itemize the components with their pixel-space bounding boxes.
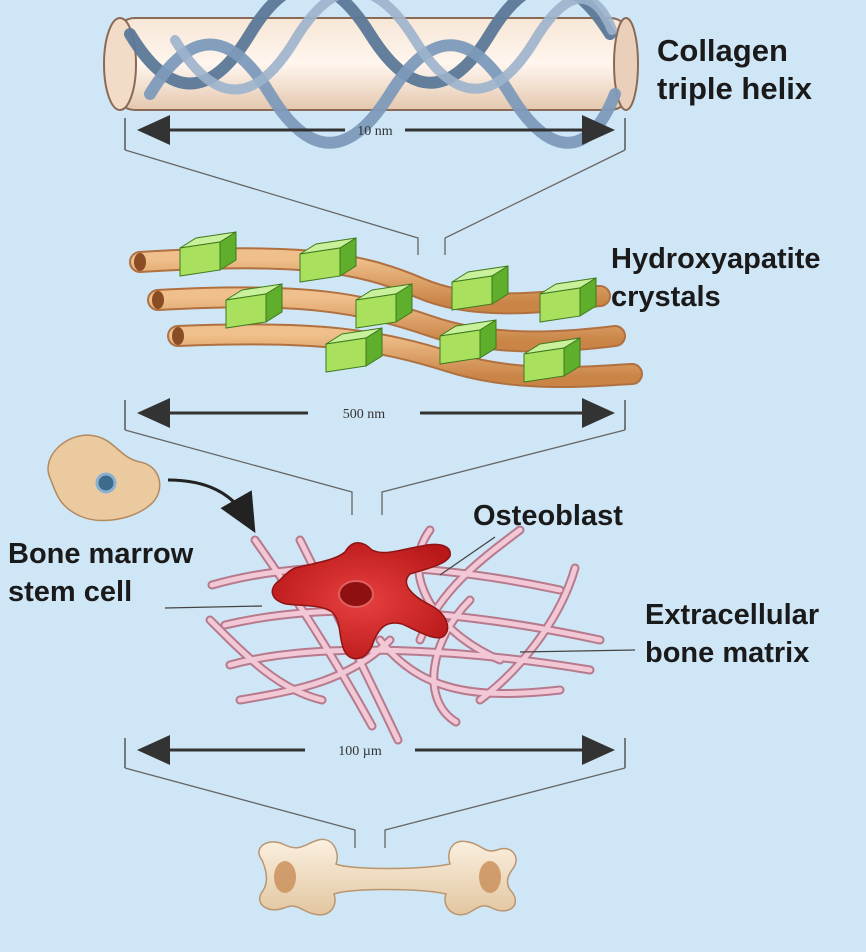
scale-bar-matrix: 100 µm bbox=[124, 735, 626, 768]
label-collagen-line1: Collagen bbox=[657, 33, 788, 68]
stem-cell-nucleus bbox=[95, 472, 117, 494]
osteoblast-cell bbox=[271, 542, 451, 660]
helix-tube-right-cap bbox=[613, 17, 639, 111]
label-matrix-line2: bone matrix bbox=[645, 637, 810, 669]
bone-marrow-stem-cell bbox=[47, 434, 161, 522]
helix-strand-1 bbox=[124, 0, 616, 90]
helix-strand-2 bbox=[144, 38, 621, 149]
scale-bar-helix: 10 nm bbox=[124, 115, 626, 150]
collagen-helix-illustration bbox=[103, 0, 639, 149]
label-stem-line2: stem cell bbox=[8, 576, 133, 608]
zoom-lines-helix bbox=[124, 149, 626, 255]
scale-label-fibrils: 500 nm bbox=[343, 407, 386, 422]
osteoblast-nucleus bbox=[338, 580, 374, 608]
label-leader-lines bbox=[164, 536, 636, 653]
label-bone-marrow-stem-cell: Bone marrow stem cell bbox=[8, 535, 193, 611]
scale-label-helix: 10 nm bbox=[357, 124, 393, 139]
label-collagen-line2: triple helix bbox=[657, 71, 813, 106]
label-extracellular-bone-matrix: Extracellular bone matrix bbox=[645, 596, 819, 672]
zoom-lines-matrix bbox=[124, 767, 626, 848]
scale-label-matrix: 100 µm bbox=[338, 744, 382, 759]
helix-strand-3 bbox=[170, 0, 617, 95]
label-hydroxy-line2: crystals bbox=[611, 281, 721, 313]
hydroxyapatite-crystals bbox=[179, 231, 597, 383]
fibril-bundle-illustration bbox=[129, 231, 643, 389]
label-hydroxy-line1: Hydroxyapatite bbox=[611, 243, 821, 275]
label-stem-line1: Bone marrow bbox=[8, 538, 194, 570]
differentiation-arrow bbox=[167, 478, 256, 534]
long-bone-illustration bbox=[258, 838, 517, 916]
label-matrix-line1: Extracellular bbox=[645, 599, 820, 631]
label-collagen-triple-helix: Collagen triple helix bbox=[657, 32, 812, 108]
zoom-lines-fibrils bbox=[124, 429, 626, 515]
label-osteoblast: Osteoblast bbox=[473, 500, 623, 532]
scale-bar-fibrils: 500 nm bbox=[124, 398, 626, 430]
label-hydroxyapatite-crystals: Hydroxyapatite crystals bbox=[611, 240, 821, 316]
